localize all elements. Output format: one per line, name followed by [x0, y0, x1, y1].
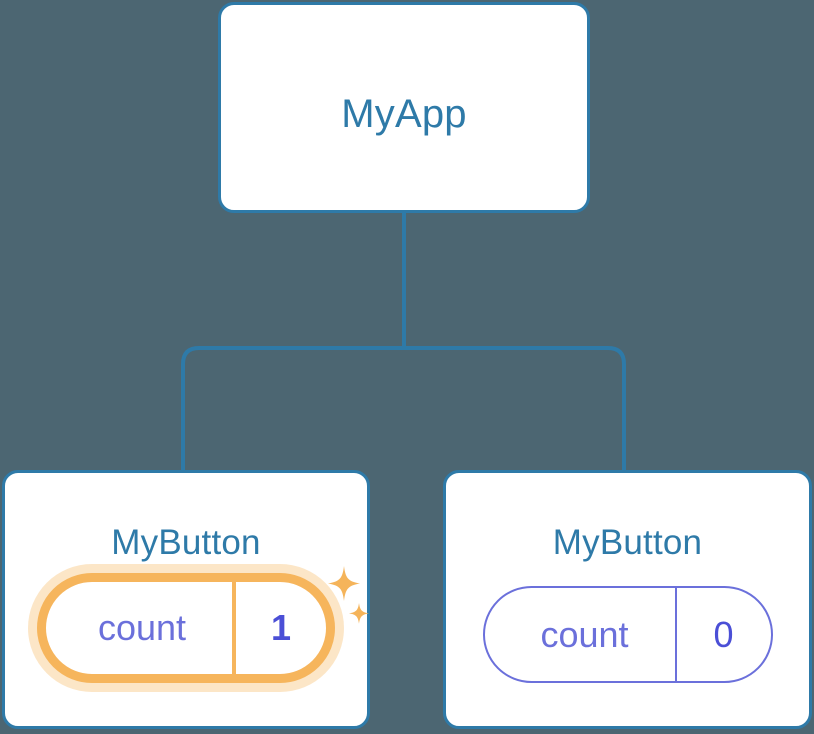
node-title-myapp: MyApp	[341, 92, 467, 136]
state-key-right: count	[540, 613, 629, 655]
node-card-myapp[interactable]: MyApp	[218, 2, 590, 213]
edge-branch-right	[404, 346, 626, 470]
state-value-right: 0	[674, 588, 771, 681]
edge-branch-left	[181, 346, 404, 470]
state-pill-right[interactable]: count 0	[482, 586, 773, 683]
node-title-mybutton-left: MyButton	[111, 523, 261, 562]
state-value-left: 1	[232, 582, 326, 674]
state-pill-wrap-left: count 1	[5, 566, 369, 683]
node-card-mybutton-right[interactable]: MyButton count 0	[443, 470, 812, 729]
state-pill-left[interactable]: count 1	[37, 566, 369, 683]
node-card-mybutton-left[interactable]: MyButton count 1	[2, 470, 370, 729]
sparkles-icon	[328, 566, 369, 624]
state-key-left: count	[97, 607, 187, 648]
node-title-mybutton-right: MyButton	[552, 523, 703, 562]
state-pill-wrap-right: count 0	[446, 586, 809, 683]
